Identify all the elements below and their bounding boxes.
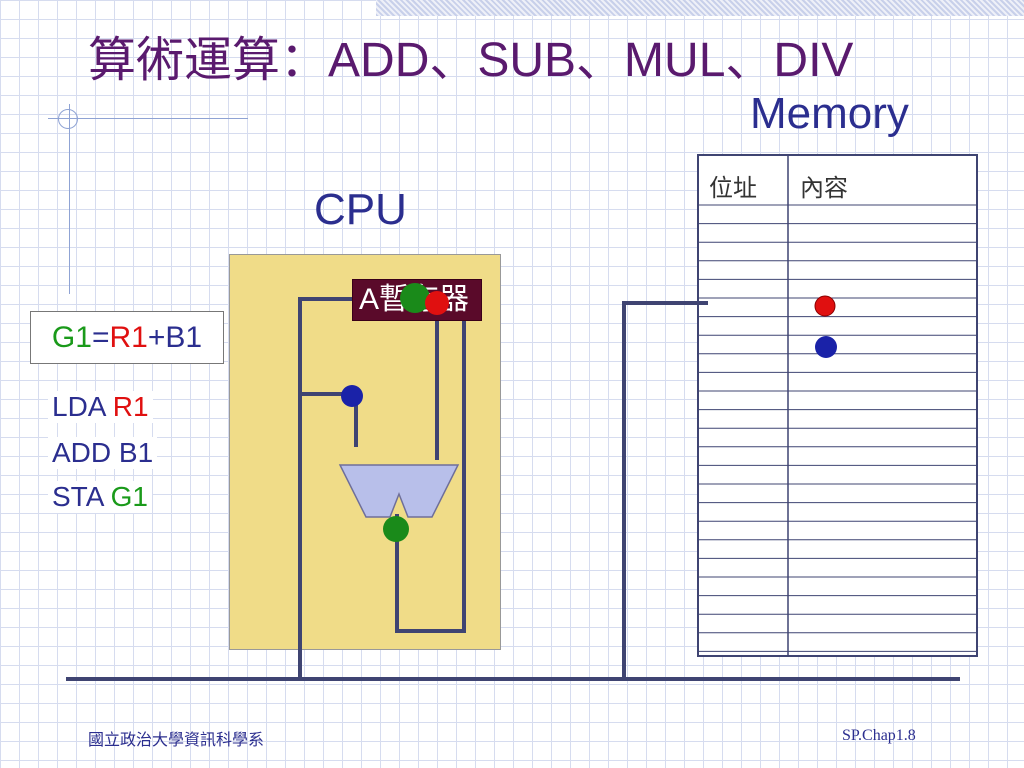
equation-box: G1=R1+B1 — [30, 311, 224, 364]
accumulator-register: A暫存器 — [352, 279, 482, 321]
instruction-op: LDA — [52, 391, 105, 422]
equation-equals: = — [91, 321, 110, 354]
decoration-line-horizontal — [48, 118, 248, 119]
equation-plus: + — [147, 321, 166, 354]
instruction-lda: LDA R1 — [48, 391, 153, 423]
wire-cpu-to-acc — [298, 297, 354, 681]
decoration-circle — [58, 109, 78, 129]
instruction-sta: STA G1 — [48, 481, 152, 513]
cpu-label: CPU — [314, 185, 407, 234]
dot-green-alu-output — [383, 516, 409, 542]
instruction-op: ADD — [52, 437, 112, 468]
memory-table: 位址 內容 — [697, 154, 978, 657]
instruction-op: STA — [52, 481, 103, 512]
equation-op1: R1 — [109, 321, 148, 354]
instruction-arg: G1 — [110, 481, 148, 512]
accumulator-prefix: A — [359, 283, 380, 316]
instruction-add: ADD B1 — [48, 437, 158, 469]
dot-blue-memory — [815, 336, 837, 358]
instruction-arg: R1 — [112, 391, 149, 422]
footer-page-number: SP.Chap1.8 — [842, 727, 916, 744]
decoration-line-vertical — [69, 104, 70, 294]
dot-red-memory — [814, 295, 836, 317]
dot-blue-cpu — [341, 385, 363, 407]
title-cjk: 算術運算： — [88, 32, 329, 88]
accumulator-label: 暫存器 — [379, 282, 470, 317]
memory-col-address: 位址 — [709, 174, 757, 202]
memory-col-content: 內容 — [800, 174, 848, 202]
slide-title: 算術運算：ADD、SUB、MUL、DIV — [88, 36, 853, 85]
wire-alu-feedback — [395, 319, 466, 633]
alu-shape — [338, 464, 460, 518]
datapath-wires — [66, 297, 960, 681]
memory-grid-lines — [697, 156, 977, 656]
instruction-arg: B1 — [118, 437, 154, 468]
header-decoration-bar — [376, 0, 1024, 16]
wire-bus-to-memory — [622, 301, 708, 681]
title-ops: ADD、SUB、MUL、DIV — [328, 34, 854, 87]
memory-label: Memory — [750, 89, 909, 138]
equation-op2: B1 — [165, 321, 203, 354]
equation-lhs: G1 — [51, 321, 92, 354]
footer-department: 國立政治大學資訊科學系 — [88, 730, 265, 749]
